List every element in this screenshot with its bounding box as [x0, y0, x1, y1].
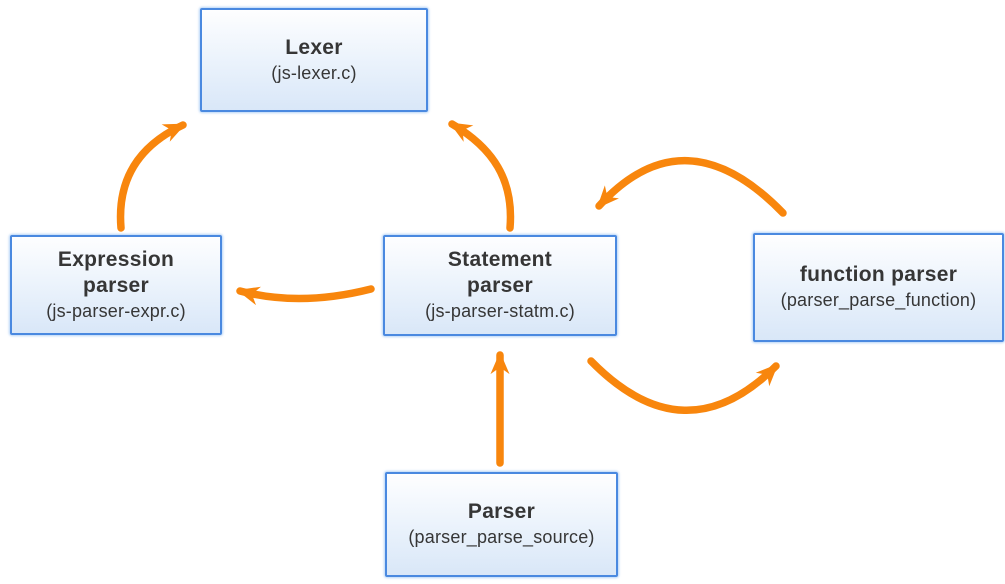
- edge-statement-to-expression: [236, 285, 375, 306]
- edge-expression-to-lexer: [116, 121, 187, 232]
- node-function-parser-subtitle: (parser_parse_function): [780, 290, 977, 310]
- node-expression-parser: Expression parser (js-parser-expr.c): [10, 235, 222, 335]
- node-parser-title: Parser: [467, 500, 536, 523]
- node-lexer: Lexer (js-lexer.c): [200, 8, 428, 112]
- node-statement-parser-subtitle: (js-parser-statm.c): [425, 301, 575, 321]
- edge-statement-to-function: [587, 357, 780, 414]
- node-lexer-title: Lexer: [285, 35, 343, 59]
- node-lexer-subtitle: (js-lexer.c): [271, 62, 357, 83]
- node-function-parser: function parser (parser_parse_function): [753, 233, 1004, 342]
- node-expression-parser-title: Expression parser: [57, 247, 175, 297]
- edge-statement-to-lexer: [448, 120, 515, 232]
- edge-function-to-statement: [595, 157, 787, 217]
- node-statement-parser: Statement parser (js-parser-statm.c): [383, 235, 617, 336]
- node-parser: Parser (parser_parse_source): [385, 472, 618, 577]
- node-parser-subtitle: (parser_parse_source): [408, 527, 595, 547]
- node-function-parser-title: function parser: [799, 263, 958, 286]
- node-expression-parser-subtitle: (js-parser-expr.c): [46, 300, 186, 321]
- node-statement-parser-title: Statement parser: [447, 248, 553, 297]
